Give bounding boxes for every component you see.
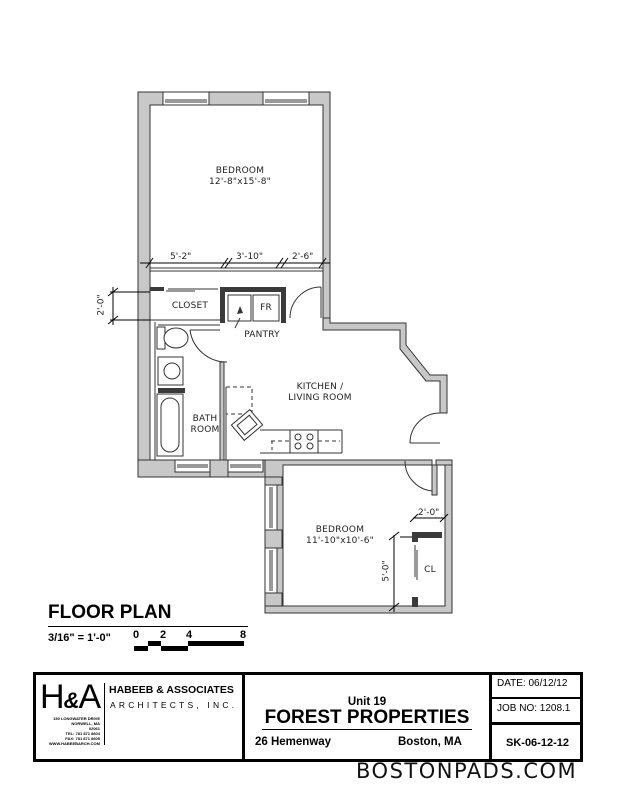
firm-name: HABEEB & ASSOCIATES [109,684,234,696]
scale-tick-4: 4 [186,629,193,641]
room-name: KITCHEN / [296,382,344,392]
scale-bar [134,641,244,651]
room-name-line2: LIVING ROOM [288,393,352,403]
floor-plan-title: FLOOR PLAN [48,602,172,623]
room-label-pantry: PANTRY [244,330,280,340]
room-label-bedroom-2: BEDROOM 11'-10"x10'-6" [290,525,390,547]
wall-kitchen-east [322,317,448,414]
room-label-bedroom-1: BEDROOM 12'-8"x15'-8" [190,166,290,188]
title-underline [48,626,248,627]
dim-cl-width: 2'-0" [418,508,440,518]
room-label-fridge: FR [260,303,272,313]
floor-plan-drawing [107,91,453,614]
fridge-box [252,294,280,322]
project-underline [262,729,472,730]
address-line: TEL: 781 871 8604 [65,731,100,736]
logo-amp: & [63,688,80,713]
firm-subtitle: ARCHITECTS, INC. [110,700,238,710]
scale-tick-8: 8 [240,629,247,641]
address-line: 150 LONGWATER DRIVE [53,716,100,721]
scale-tick-0: 0 [133,629,140,641]
unit-label: Unit 19 [347,696,387,708]
title-block-divider [489,722,583,725]
room-name: BEDROOM [315,525,365,535]
address-line: FAX: 781 871 8605 [65,736,100,741]
job-number: JOB NO: 1208.1 [497,703,571,714]
logo-h: H [40,678,65,716]
room-name: BEDROOM [215,166,265,176]
date-field: DATE: 06/12/12 [497,678,568,689]
room-label-closet: CLOSET [171,301,209,311]
street-address: 26 Hemenway [255,736,332,748]
room-name-line2: ROOM [190,425,220,435]
address-line: WWW.HABEEBARCH.COM [48,741,100,746]
room-size: 11'-10"x10'-6" [306,536,374,546]
scale-tick-2: 2 [160,629,167,641]
address-line: NORWELL, MA [71,721,100,726]
city-state: Boston, MA [398,736,462,748]
dim-closet-width: 5'-2" [170,252,192,262]
address-line: 02061 [88,726,100,731]
title-block-divider [489,697,583,699]
dim-door-width: 2'-6" [292,252,314,262]
room-size: 12'-8"x15'-8" [208,177,271,187]
room-label-bath: BATH ROOM [180,414,230,436]
logo-separator [104,683,105,745]
title-block [33,672,583,762]
wall-lower-bedroom [264,459,453,614]
wall-lower-bedroom-east [435,459,453,466]
room-label-cl: CL [424,565,436,575]
firm-logo: H&A [40,678,101,718]
sheet-number: SK-06-12-12 [506,737,569,749]
project-name: FOREST PROPERTIES [264,707,470,728]
toilet-bowl [163,327,189,349]
scale-label: 3/16" = 1'-0" [48,632,111,644]
logo-a: A [78,678,101,716]
kitchen-sink [230,408,264,442]
title-block-divider [489,672,492,762]
title-block-divider [242,672,245,762]
dim-pantry-width: 3'-10" [236,252,264,262]
watermark: BOSTONPADS.COM [356,759,578,783]
room-name: BATH [192,414,218,424]
room-label-kitchen: KITCHEN / LIVING ROOM [270,382,370,404]
